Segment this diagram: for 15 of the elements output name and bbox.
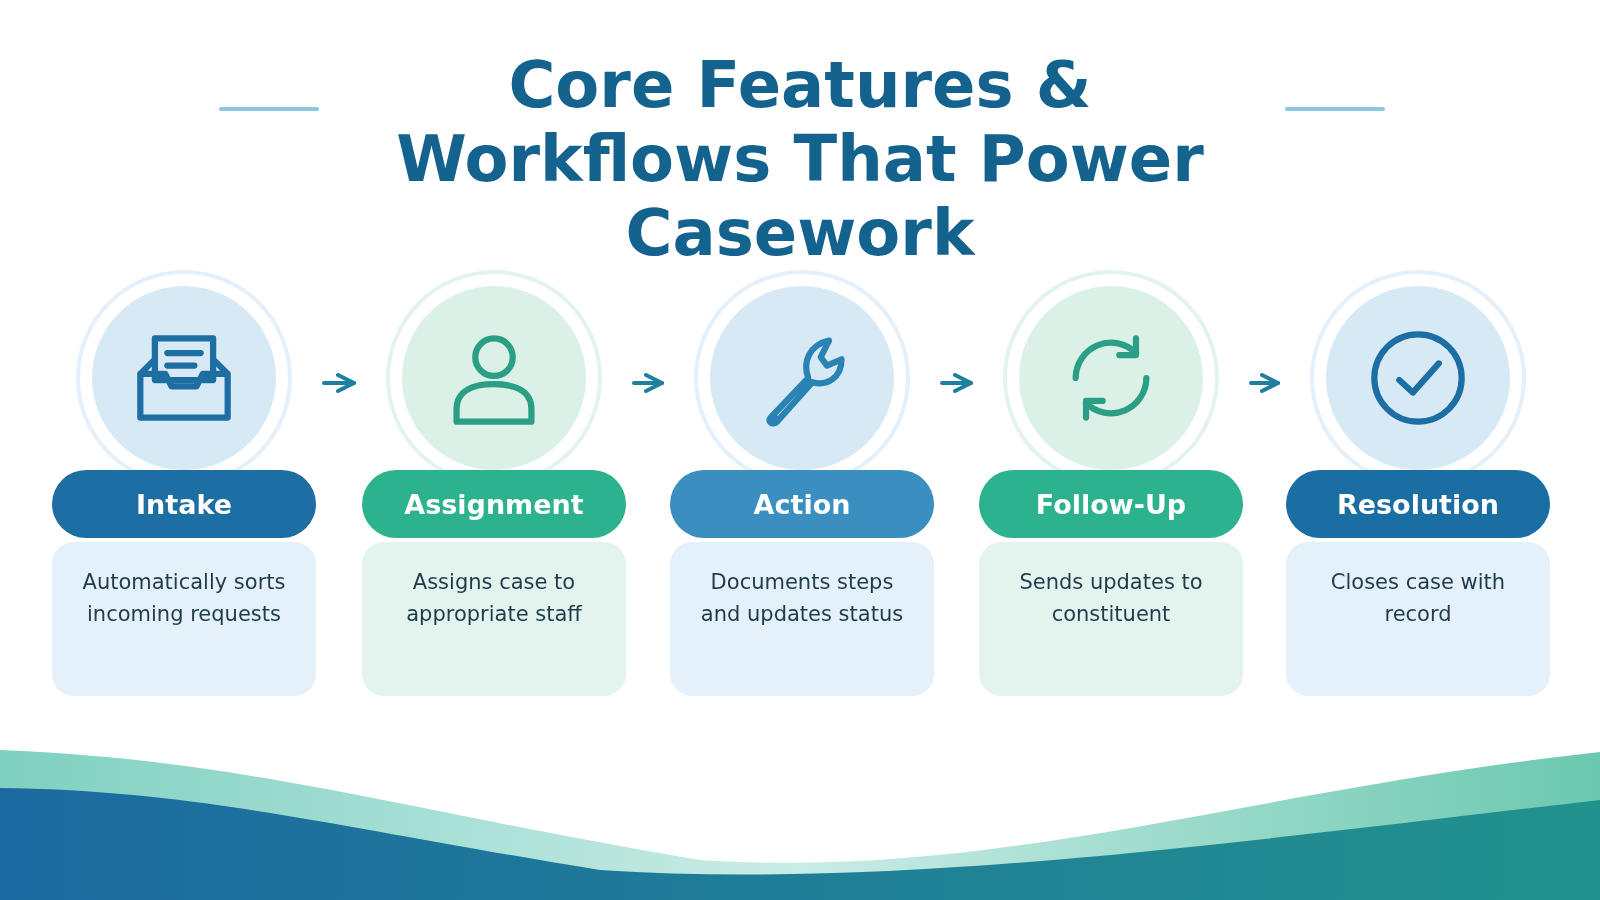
- arrow: [1249, 373, 1280, 393]
- title: Core Features & Workflows That Power Casework: [395, 48, 1205, 270]
- step-description: Assigns case to appropriate staff: [405, 569, 583, 628]
- step-label: Resolution: [1286, 470, 1550, 538]
- step-description: Automatically sorts incoming requests: [81, 569, 287, 628]
- step-description: Closes case with record: [1329, 569, 1507, 628]
- arrow: [632, 373, 664, 393]
- arrow: [322, 373, 356, 393]
- arrow: [940, 373, 973, 393]
- step-description: Sends updates to constituent: [1018, 569, 1204, 628]
- step-description: Documents steps and updates status: [699, 569, 905, 628]
- step-label: Action: [670, 470, 934, 538]
- step-label: Follow-Up: [979, 470, 1243, 538]
- step-label: Intake: [52, 470, 316, 538]
- step-label: Assignment: [362, 470, 626, 538]
